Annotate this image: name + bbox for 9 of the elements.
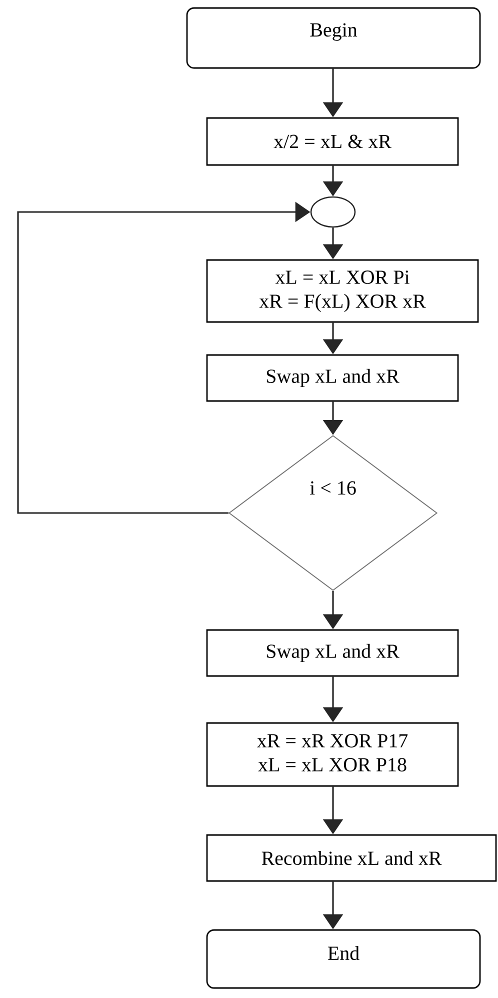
terminal-box: Begin xyxy=(186,7,481,69)
process-box: Swap xL and xR xyxy=(206,629,459,677)
connector-circle xyxy=(310,196,356,228)
terminal-box: End xyxy=(206,929,481,989)
process-box: Recombine xL and xR xyxy=(206,834,497,882)
process-box: x/2 = xL & xR xyxy=(206,117,459,166)
process-box: xR = xR XOR P17 xL = xL XOR P18 xyxy=(206,722,459,787)
process-box: Swap xL and xR xyxy=(206,354,459,402)
process-box: xL = xL XOR Pi xR = F(xL) XOR xR xyxy=(206,259,479,323)
